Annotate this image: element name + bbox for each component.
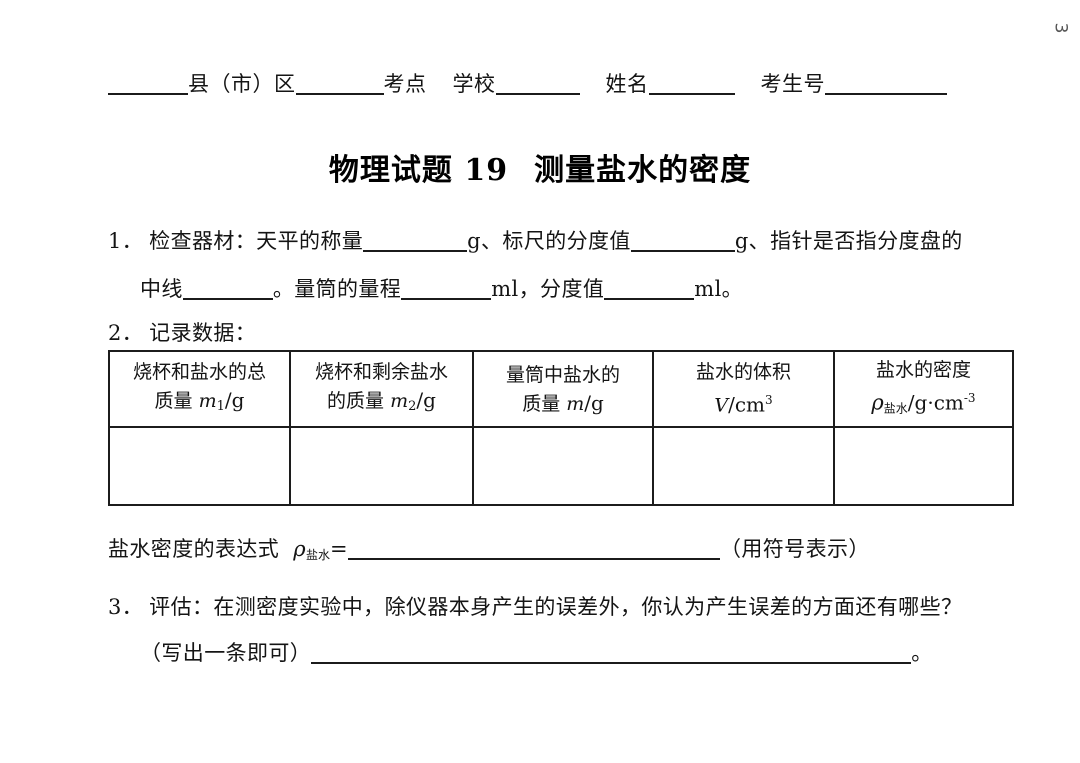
superscript-minus-3: -3 bbox=[963, 390, 976, 405]
data-record-table: 烧杯和盐水的总 质量 m1/g 烧杯和剩余盐水 的质量 m2/g 量筒中盐水的 … bbox=[108, 350, 1014, 506]
header-line-2: 的质量 m2/g bbox=[295, 386, 468, 421]
table-header-cell-density: 盐水的密度 ρ盐水/g·cm-3 bbox=[833, 350, 1014, 428]
title-main: 物理试题 19 bbox=[328, 153, 509, 188]
symbol-m: m bbox=[390, 389, 409, 412]
question-1-line-2: 中线 。量筒的量程 ml，分度值 ml。 bbox=[140, 274, 743, 304]
table-row bbox=[108, 426, 1014, 506]
question-3-line-2: （写出一条即可） 。 bbox=[140, 638, 933, 668]
header-line-2: ρ盐水/g·cm-3 bbox=[839, 384, 1008, 422]
blank-rule-balance-capacity[interactable] bbox=[363, 249, 468, 252]
page-title: 物理试题 19 测量盐水的密度 bbox=[0, 145, 1080, 189]
header-line-2: 质量 m/g bbox=[478, 389, 648, 418]
unit-g: /g bbox=[584, 390, 604, 415]
table-header-cell-remaining-mass: 烧杯和剩余盐水 的质量 m2/g bbox=[289, 350, 474, 428]
subscript-saltwater: 盐水 bbox=[305, 548, 330, 562]
label-student-id: 考生号 bbox=[760, 72, 825, 96]
question-3-number: 3． bbox=[108, 595, 144, 619]
blank-rule-exam-site[interactable] bbox=[295, 92, 384, 95]
symbol-m: m bbox=[566, 392, 585, 415]
table-cell-cylinder-mass-value[interactable] bbox=[472, 426, 654, 506]
header-cn: 质量 bbox=[154, 389, 199, 412]
label-exam-site: 考点 bbox=[383, 72, 427, 96]
question-1-text-d: 中线 bbox=[140, 277, 183, 301]
table-cell-volume-value[interactable] bbox=[652, 426, 835, 506]
header-line-1: 烧杯和剩余盐水 bbox=[314, 360, 448, 383]
symbol-rho: ρ bbox=[871, 390, 884, 415]
question-2-number: 2． bbox=[108, 321, 144, 345]
question-1-line-1: 1．检查器材：天平的称量 g、标尺的分度值 g、指针是否指分度盘的 bbox=[108, 226, 963, 256]
blank-rule-pointer-center[interactable] bbox=[182, 297, 273, 300]
header-line-1: 量筒中盐水的 bbox=[505, 363, 620, 386]
table-header-cell-volume: 盐水的体积 V/cm3 bbox=[652, 350, 835, 428]
question-3-hint: （写出一条即可） bbox=[140, 641, 312, 665]
header-line-1: 盐水的体积 bbox=[695, 361, 791, 384]
header-line-1: 盐水的密度 bbox=[875, 358, 971, 381]
unit-g: /g bbox=[416, 387, 436, 412]
question-2-text: 记录数据： bbox=[149, 321, 257, 345]
question-1-text-b: g、标尺的分度值 bbox=[467, 229, 631, 253]
blank-rule-cylinder-division[interactable] bbox=[604, 297, 695, 300]
question-3-line-1: 3．评估：在测密度实验中，除仪器本身产生的误差外，你认为产生误差的方面还有哪些？ bbox=[108, 592, 962, 622]
blank-rule-answer-3[interactable] bbox=[311, 661, 912, 664]
question-1-text-f: ml，分度值 bbox=[491, 277, 605, 301]
table-header-row: 烧杯和盐水的总 质量 m1/g 烧杯和剩余盐水 的质量 m2/g 量筒中盐水的 … bbox=[108, 350, 1014, 428]
blank-rule-scale-division[interactable] bbox=[630, 249, 735, 252]
header-line-2: 质量 m1/g bbox=[114, 386, 285, 421]
question-1-text-e: 。量筒的量程 bbox=[272, 277, 402, 301]
symbol-rho: ρ bbox=[293, 537, 306, 561]
equals-sign: = bbox=[329, 537, 348, 561]
symbol-m: m bbox=[198, 389, 217, 412]
table-cell-density-value[interactable] bbox=[833, 426, 1014, 506]
subscript-saltwater: 盐水 bbox=[883, 401, 908, 416]
question-3-period: 。 bbox=[911, 641, 933, 665]
unit-cm: /cm bbox=[728, 392, 765, 417]
superscript-3: 3 bbox=[765, 393, 773, 408]
blank-rule-cylinder-range[interactable] bbox=[401, 297, 492, 300]
exam-id-header: 县（市）区 考点 学校 姓名 考生号 bbox=[108, 70, 970, 98]
subscript-2: 2 bbox=[408, 398, 417, 414]
header-cn: 的质量 bbox=[327, 389, 391, 412]
expression-label: 盐水密度的表达式 bbox=[108, 537, 280, 561]
unit-g-cm: /g·cm bbox=[907, 390, 964, 415]
density-expression-line: 盐水密度的表达式 ρ盐水= （用符号表示） bbox=[108, 534, 870, 570]
header-line-2: V/cm3 bbox=[658, 386, 829, 419]
table-header-cell-total-mass: 烧杯和盐水的总 质量 m1/g bbox=[108, 350, 291, 428]
page-number: 3 bbox=[1050, 22, 1071, 34]
blank-rule-density-expression[interactable] bbox=[347, 557, 720, 560]
header-cn: 质量 bbox=[522, 392, 567, 415]
table-cell-remaining-mass-value[interactable] bbox=[289, 426, 474, 506]
question-1-number: 1． bbox=[108, 229, 144, 253]
table-header-cell-cylinder-mass: 量筒中盐水的 质量 m/g bbox=[472, 350, 654, 428]
expression-note: （用符号表示） bbox=[719, 537, 870, 561]
blank-rule-name[interactable] bbox=[648, 92, 735, 95]
blank-rule-county-prefix[interactable] bbox=[108, 92, 188, 95]
table-cell-total-mass-value[interactable] bbox=[108, 426, 291, 506]
question-3-text: 评估：在测密度实验中，除仪器本身产生的误差外，你认为产生误差的方面还有哪些？ bbox=[149, 595, 963, 619]
title-sub: 测量盐水的密度 bbox=[534, 153, 752, 188]
subscript-1: 1 bbox=[216, 398, 225, 414]
label-county: 县（市）区 bbox=[188, 72, 296, 96]
blank-rule-student-id[interactable] bbox=[825, 92, 947, 95]
question-2-line: 2．记录数据： bbox=[108, 318, 256, 348]
question-1-text-a: 检查器材：天平的称量 bbox=[149, 229, 364, 253]
label-name: 姓名 bbox=[605, 72, 649, 96]
question-1-text-c: g、指针是否指分度盘的 bbox=[734, 229, 963, 253]
symbol-v: V bbox=[714, 394, 729, 417]
blank-rule-school[interactable] bbox=[495, 92, 580, 95]
question-1-text-g: ml。 bbox=[694, 277, 744, 301]
label-school: 学校 bbox=[452, 72, 496, 96]
header-line-1: 烧杯和盐水的总 bbox=[132, 360, 266, 383]
unit-g: /g bbox=[224, 387, 245, 412]
